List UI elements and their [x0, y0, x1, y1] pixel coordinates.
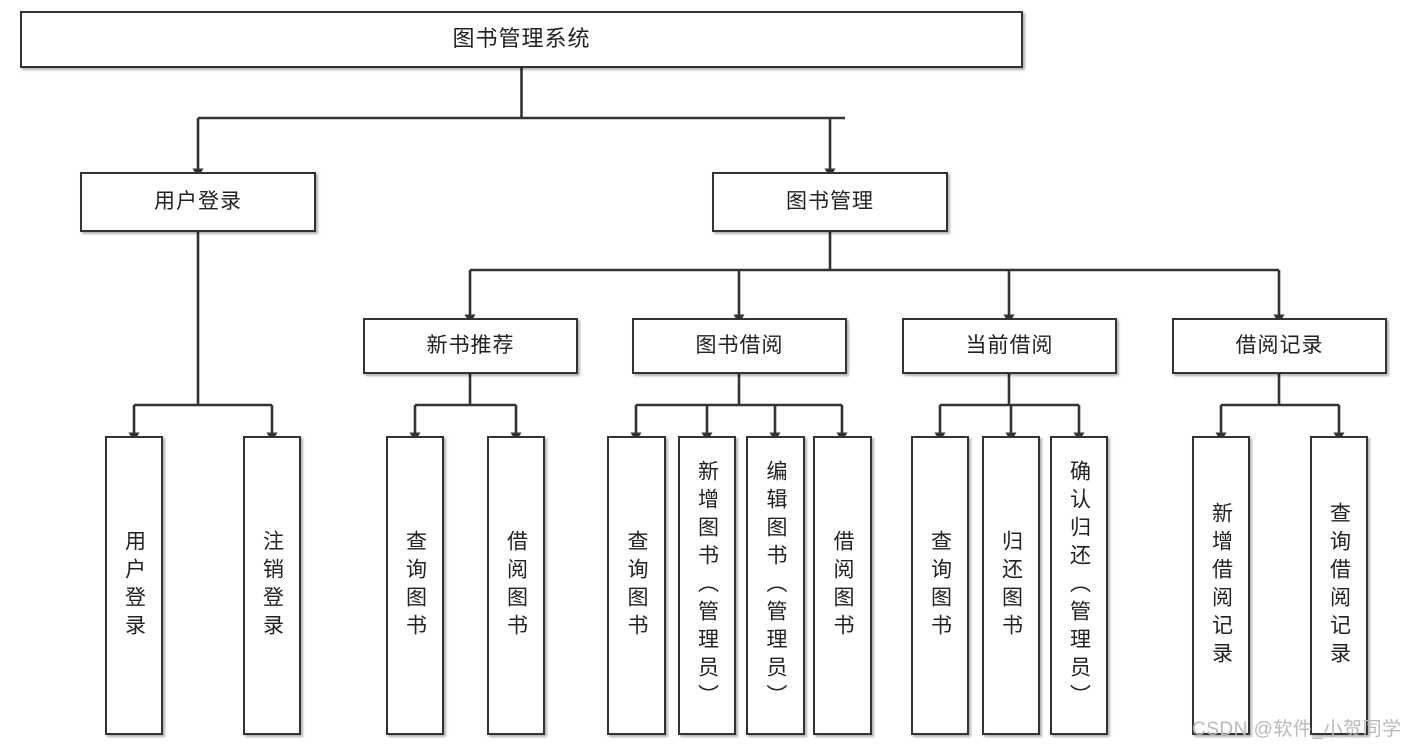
- leaf-borrow-book-2[interactable]: 借阅图书: [813, 436, 872, 735]
- leaf-logout[interactable]: 注销登录: [243, 436, 301, 735]
- leaf-query-record[interactable]: 查询借阅记录: [1310, 436, 1368, 735]
- leaf-borrow-book-1-label: 借阅图书: [504, 529, 528, 642]
- node-borrow-record-label: 借阅记录: [1235, 334, 1324, 358]
- node-book-manage-label: 图书管理: [786, 190, 874, 214]
- leaf-return-book-label: 归还图书: [999, 529, 1023, 642]
- leaf-query-record-label: 查询借阅记录: [1327, 501, 1351, 670]
- leaf-edit-book[interactable]: 编辑图书（管理员）: [746, 436, 805, 735]
- leaf-query-book-3[interactable]: 查询图书: [911, 436, 969, 735]
- leaf-add-book-label: 新增图书（管理员）: [695, 459, 719, 712]
- leaf-return-book[interactable]: 归还图书: [982, 436, 1040, 735]
- leaf-borrow-book-2-label: 借阅图书: [831, 529, 854, 642]
- leaf-query-book-2[interactable]: 查询图书: [607, 436, 666, 735]
- node-book-borrow-label: 图书借阅: [695, 334, 784, 358]
- leaf-user-login-label: 用户登录: [122, 529, 146, 642]
- leaf-query-book-1[interactable]: 查询图书: [386, 436, 444, 735]
- leaf-add-record[interactable]: 新增借阅记录: [1192, 436, 1250, 735]
- node-new-book-rec[interactable]: 新书推荐: [363, 318, 578, 374]
- leaf-user-login[interactable]: 用户登录: [105, 436, 163, 735]
- node-root-label: 图书管理系统: [452, 26, 591, 52]
- leaf-confirm-return[interactable]: 确认归还（管理员）: [1050, 436, 1108, 735]
- leaf-borrow-book-1[interactable]: 借阅图书: [487, 436, 545, 735]
- leaf-edit-book-label: 编辑图书（管理员）: [764, 459, 787, 712]
- leaf-confirm-return-label: 确认归还（管理员）: [1067, 459, 1091, 712]
- leaf-query-book-3-label: 查询图书: [928, 529, 952, 642]
- node-current-borrow-label: 当前借阅: [965, 334, 1054, 358]
- leaf-query-book-2-label: 查询图书: [625, 529, 648, 642]
- node-borrow-record[interactable]: 借阅记录: [1172, 318, 1387, 374]
- leaf-add-book[interactable]: 新增图书（管理员）: [678, 436, 736, 735]
- node-new-book-rec-label: 新书推荐: [426, 334, 515, 358]
- leaf-logout-label: 注销登录: [260, 529, 284, 642]
- node-current-borrow[interactable]: 当前借阅: [902, 318, 1117, 374]
- leaf-query-book-1-label: 查询图书: [403, 529, 427, 642]
- leaf-add-record-label: 新增借阅记录: [1209, 501, 1233, 670]
- csdn-watermark: CSDN @软件_小贺同学: [1192, 719, 1402, 740]
- node-user-login-label: 用户登录: [154, 190, 242, 214]
- node-book-manage[interactable]: 图书管理: [712, 172, 948, 232]
- node-user-login[interactable]: 用户登录: [80, 172, 316, 232]
- node-book-borrow[interactable]: 图书借阅: [632, 318, 847, 374]
- node-root[interactable]: 图书管理系统: [20, 11, 1023, 68]
